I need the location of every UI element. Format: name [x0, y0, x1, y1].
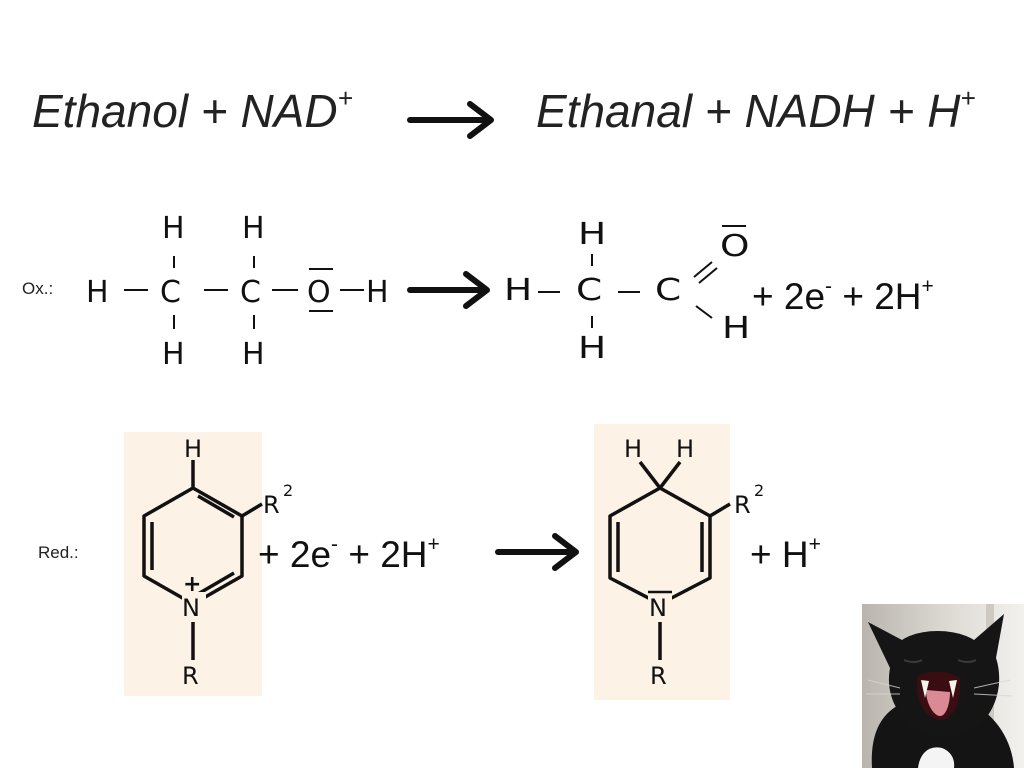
nadh-atom-r2: R: [734, 491, 751, 519]
nadh-atom-r2-sup: 2: [754, 481, 764, 500]
ethanol-atom-h-left: H: [86, 275, 109, 310]
title-reactants: Ethanol + NAD+: [32, 83, 353, 137]
nadh-atom-n: N: [649, 594, 667, 622]
ethanal-atom-h-top: H: [578, 217, 606, 252]
oxidation-products: + 2e- + 2H+: [752, 275, 934, 317]
nadh-atom-h1: H: [624, 435, 642, 463]
ethanal-atom-h-left: H: [504, 273, 532, 308]
nad-charge: +: [183, 572, 201, 597]
ethanol-atom-h-top2: H: [242, 211, 265, 246]
ethanol-atom-h-top1: H: [162, 211, 185, 246]
title-products: Ethanal + NADH + H+: [536, 83, 976, 137]
ethanol-atom-o: O: [307, 275, 331, 310]
nad-atom-h: H: [184, 435, 202, 463]
reduction-products: + H+: [750, 533, 821, 575]
nad-atom-r2: R: [263, 491, 280, 519]
ethanal-atom-c2: C: [655, 273, 681, 308]
nadh-atom-r: R: [650, 662, 667, 690]
reduction-label: Red.:: [38, 543, 79, 562]
reduction-reactants: + 2e- + 2H+: [258, 533, 440, 575]
ethanol-atom-c1: C: [160, 275, 181, 310]
nad-atom-r2-sup: 2: [283, 481, 293, 500]
oxidation-label: Ox.:: [22, 279, 54, 298]
ethanol-atom-h-bot1: H: [162, 337, 185, 372]
nad-atom-n: N: [182, 594, 200, 622]
ethanol-atom-h-bot2: H: [242, 337, 265, 372]
ethanal-atom-o: O: [720, 229, 750, 264]
ethanol-atom-c2: C: [240, 275, 261, 310]
ethanol-atom-h-right: H: [366, 275, 389, 310]
nadh-atom-h2: H: [676, 435, 694, 463]
ethanal-atom-h-bot: H: [578, 331, 606, 366]
ethanal-atom-c1: C: [576, 273, 602, 308]
nad-atom-r: R: [182, 662, 199, 690]
ethanal-atom-h-right: H: [722, 311, 750, 346]
